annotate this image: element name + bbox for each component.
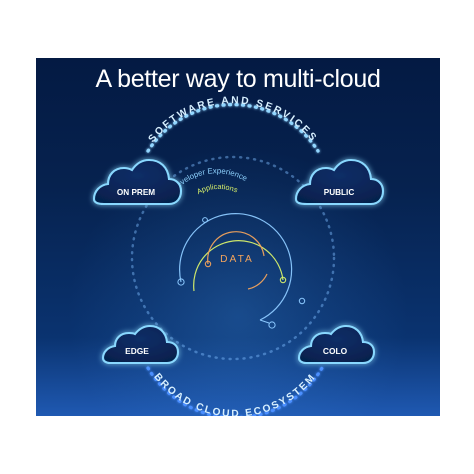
data-label: DATA	[220, 254, 254, 265]
diagram-panel: A better way to multi-cloud	[36, 58, 440, 416]
applications-ring	[193, 240, 287, 292]
outer-ecosystem-ring	[130, 155, 336, 361]
cloud-on-prem: ON PREM	[92, 158, 183, 206]
top-highlight-arc	[146, 102, 320, 153]
cloud-label-colo: COLO	[323, 346, 348, 356]
data-ring	[204, 231, 268, 290]
applications-label: Applications	[195, 182, 239, 196]
developer-experience-ring	[177, 213, 293, 329]
page-title: A better way to multi-cloud	[95, 65, 381, 93]
multi-cloud-diagram: SOFTWARE AND SERVICES BROAD CLOUD ECOSYS…	[92, 95, 385, 416]
arc-top-label: SOFTWARE AND SERVICES	[147, 95, 320, 145]
cloud-colo: COLO	[297, 324, 376, 365]
cloud-label-on-prem: ON PREM	[117, 188, 155, 197]
cloud-label-edge: EDGE	[125, 346, 149, 356]
cloud-edge: EDGE	[101, 324, 180, 365]
cloud-public: PUBLIC	[294, 158, 385, 206]
cloud-label-public: PUBLIC	[324, 188, 355, 197]
small-center-markers	[202, 217, 306, 305]
arc-bottom-label: BROAD CLOUD ECOSYSTEM	[151, 371, 318, 416]
